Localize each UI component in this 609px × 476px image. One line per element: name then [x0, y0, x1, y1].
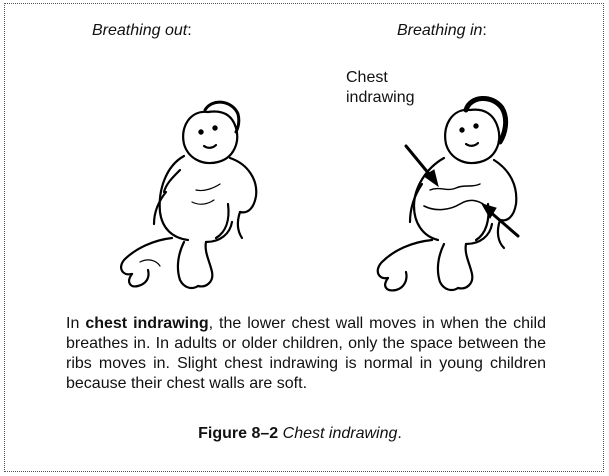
chest-indrawing-description: In chest indrawing, the lower chest wall…: [66, 314, 546, 394]
breathing-out-label: Breathing out:: [92, 22, 192, 40]
breathing-in-label: Breathing in:: [397, 22, 487, 40]
baby-breathing-out-illustration: [80, 92, 280, 292]
baby-breathing-in-illustration: [310, 88, 540, 298]
chest-indrawing-term: chest indrawing: [85, 315, 208, 332]
figure-caption: Figure 8–2 Chest indrawing.: [0, 425, 600, 443]
